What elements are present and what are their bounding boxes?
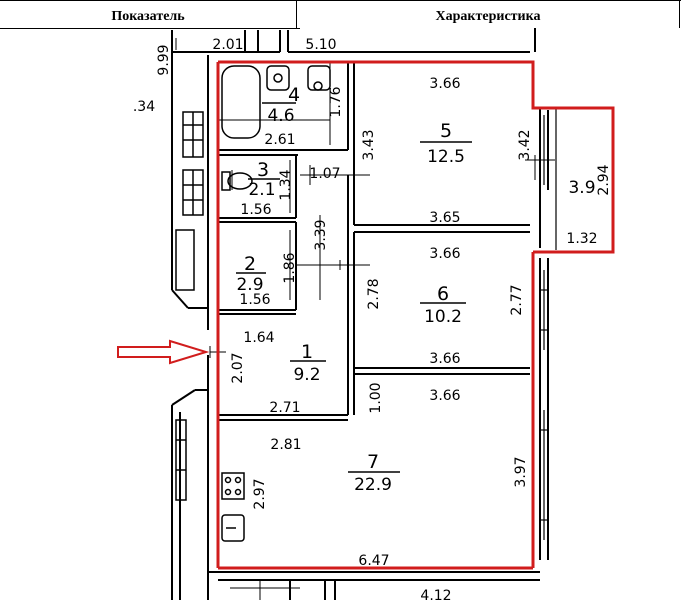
dim-34: .34 [133,99,155,115]
apartment-outline [216,60,615,570]
dim-9-99: 9.99 [156,44,172,75]
left-windows [175,111,204,501]
dim-1-76: 1.76 [328,86,344,117]
dim-2-78: 2.78 [366,278,382,309]
room-6-area: 10.2 [424,307,462,327]
stair-fragment [175,38,300,600]
dim-3-66-top: 3.66 [429,76,460,92]
dim-3-97: 3.97 [513,456,529,487]
dim-2-97: 2.97 [252,478,268,509]
dimension-labels-vertical: 9.99 1.76 3.43 3.42 1.34 2.94 3.39 1.86 … [156,44,612,509]
room-2-number: 2 [244,253,256,275]
dim-1-32: 1.32 [566,231,597,247]
dim-5-10: 5.10 [305,37,336,53]
dim-2-81: 2.81 [270,437,301,453]
toilet-icon [221,171,253,191]
room-labels: 4 4.6 3 2.1 2 2.9 1 9.2 5 12.5 6 10.2 7 … [236,84,596,495]
dim-6-47: 6.47 [358,553,389,569]
kitchen-sink-icon [221,514,245,542]
bathtub-icon [221,65,290,139]
dim-1-07: 1.07 [309,166,340,182]
room-3-number: 3 [257,159,269,181]
room-7-area: 22.9 [354,475,392,495]
room-7-number: 7 [367,451,379,473]
dim-3-43: 3.43 [361,129,377,160]
dim-3-65: 3.65 [429,210,460,226]
dim-2-61: 2.61 [264,132,295,148]
room-6-number: 6 [437,283,449,305]
dim-2-94: 2.94 [596,164,612,195]
dimension-lines [209,62,555,358]
dim-2-01: 2.01 [212,37,243,53]
room-1-area: 9.2 [293,365,320,385]
balcony-area: 3.9 [568,178,595,198]
room-4-area: 4.6 [267,106,294,126]
dimension-labels: 2.01 5.10 .34 2.61 3.66 1.07 1.56 3.65 1… [133,37,598,600]
dim-3-66-r6: 3.66 [429,246,460,262]
dim-4-12: 4.12 [420,588,451,600]
room-3-area: 2.1 [248,180,275,200]
sink-icon [307,65,331,91]
room-5-area: 12.5 [427,147,465,167]
entrance-arrow-icon [117,339,210,365]
right-windows [540,108,557,540]
dim-3-42: 3.42 [517,129,533,160]
dim-1-00: 1.00 [368,382,384,413]
walls [171,28,549,600]
dim-1-64: 1.64 [243,330,274,346]
room-5-number: 5 [440,120,452,142]
dim-2-77: 2.77 [509,284,525,315]
room-4-number: 4 [288,84,300,106]
dim-3-39: 3.39 [313,219,329,250]
dim-1-56-b: 1.56 [239,292,270,308]
dim-2-07: 2.07 [230,352,246,383]
dim-3-66-r7: 3.66 [429,388,460,404]
dim-1-56-a: 1.56 [240,202,271,218]
dim-2-71: 2.71 [269,400,300,416]
stove-icon [221,472,245,500]
dim-1-34: 1.34 [278,169,294,200]
dim-1-86: 1.86 [282,252,298,283]
room-1-number: 1 [301,341,313,363]
dim-3-66-r6b: 3.66 [429,351,460,367]
room-2-area: 2.9 [236,275,263,295]
